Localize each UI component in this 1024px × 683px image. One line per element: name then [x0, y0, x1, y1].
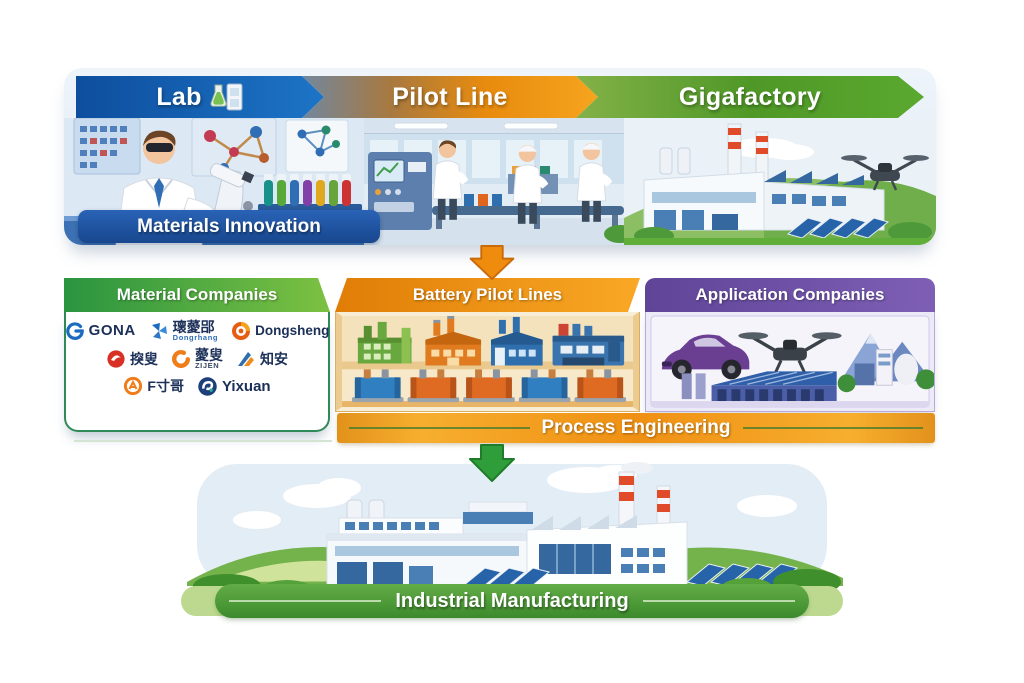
pipeline-banner: Lab Pilot Line Gigafactory	[76, 76, 924, 118]
stage-lab: Lab	[76, 76, 324, 118]
molecule-posters	[191, 118, 349, 177]
application-companies-panel: Application Companies	[645, 278, 935, 412]
logo-dongrhang: 瓌薆郘 Dongrhang	[149, 320, 218, 342]
industrial-manufacturing-banner: Industrial Manufacturing	[215, 584, 809, 618]
warehouse-illustration	[681, 371, 837, 402]
logo-orange-ring-label: F寸哥	[147, 378, 184, 395]
logo-dongrhang-label: 瓌薆郘	[172, 319, 215, 335]
blue-orange-angle-icon	[238, 351, 254, 366]
orange-a-ring-icon	[124, 377, 143, 396]
navy-swirl-icon	[198, 377, 217, 396]
factory-icon-blue	[490, 316, 543, 366]
logo-gona-label: GONA	[88, 322, 136, 340]
logo-red-swirl-company: 揬叟	[106, 349, 158, 369]
logo-orange-ring-company: F寸哥	[123, 376, 184, 396]
logo-dongsheng: Dongsheng	[231, 321, 329, 341]
factory-icon-orange	[425, 315, 482, 366]
worker-3	[576, 142, 613, 222]
orange-ring-icon	[171, 349, 191, 368]
material-logos-list: GONA 瓌薆郘 Dongrhang	[64, 312, 330, 432]
drone-icon	[841, 155, 929, 191]
logo-zijen: 薆叟 ZIJEN	[171, 348, 223, 370]
g-ring-icon	[65, 322, 84, 340]
application-drone-icon	[738, 332, 842, 375]
worker-2	[512, 144, 549, 224]
down-arrow-green	[469, 444, 515, 482]
logo-dongsheng-label: Dongsheng	[255, 323, 330, 339]
blue-pinwheel-icon	[151, 322, 167, 339]
stage-pilot-line: Pilot Line	[302, 76, 598, 118]
clouds	[233, 465, 797, 529]
materials-innovation-banner: Materials Innovation	[78, 210, 380, 243]
factory-icon-green	[357, 321, 412, 364]
lab-to-gigafactory-panel: Lab Pilot Line Gigafactory	[64, 68, 936, 245]
industrial-manufacturing-scene: Industrial Manufacturing	[167, 460, 857, 630]
solar-panels	[786, 217, 890, 239]
application-companies-header: Application Companies	[645, 278, 935, 312]
process-engineering-label: Process Engineering	[541, 417, 731, 438]
red-swirl-icon	[107, 350, 125, 368]
lab-equipment-icon	[210, 82, 244, 112]
industrial-manufacturing-label: Industrial Manufacturing	[395, 589, 629, 612]
factory-icon-industrial-blue	[552, 323, 625, 366]
city-plant-illustration	[837, 333, 934, 393]
battery-pilot-lines-header: Battery Pilot Lines	[335, 278, 640, 312]
down-arrow-orange	[469, 245, 515, 280]
logo-gona: GONA	[65, 321, 136, 341]
application-companies-illustration	[646, 312, 934, 411]
factory-complex	[326, 462, 799, 591]
battery-modules-row	[351, 369, 627, 403]
material-companies-panel: Material Companies GONA 瓌薆郘	[64, 278, 330, 432]
test-tubes-illustration	[258, 174, 362, 219]
worker-1	[432, 140, 469, 220]
lab-pilot-gigafactory-illustration	[64, 118, 936, 245]
logo-zhian-label: 知安	[260, 350, 288, 367]
logo-zijen-label: 薆叟	[195, 346, 223, 363]
stage-gigafactory-label: Gigafactory	[678, 82, 822, 111]
logo-yixuan: Yixuan	[197, 376, 271, 397]
material-companies-header: Material Companies	[64, 278, 330, 312]
logo-yixuan-label: Yixuan	[221, 377, 271, 395]
process-engineering-banner: Process Engineering	[337, 413, 935, 443]
ev-car-icon	[661, 334, 750, 380]
stage-gigafactory: Gigafactory	[576, 76, 924, 118]
orange-swirl-icon	[232, 321, 251, 340]
stage-lab-label: Lab	[156, 82, 202, 111]
stage-pilot-line-label: Pilot Line	[392, 82, 508, 111]
periodic-table-poster	[73, 118, 141, 175]
battery-pilot-lines-panel: Battery Pilot Lines	[335, 278, 640, 412]
logo-red-swirl-label: 揬叟	[130, 350, 158, 367]
process-connector-line	[74, 440, 332, 442]
gigafactory-illustration	[624, 123, 936, 245]
logo-zhian: 知安	[236, 349, 288, 369]
battery-pilot-lines-illustration	[336, 312, 639, 411]
